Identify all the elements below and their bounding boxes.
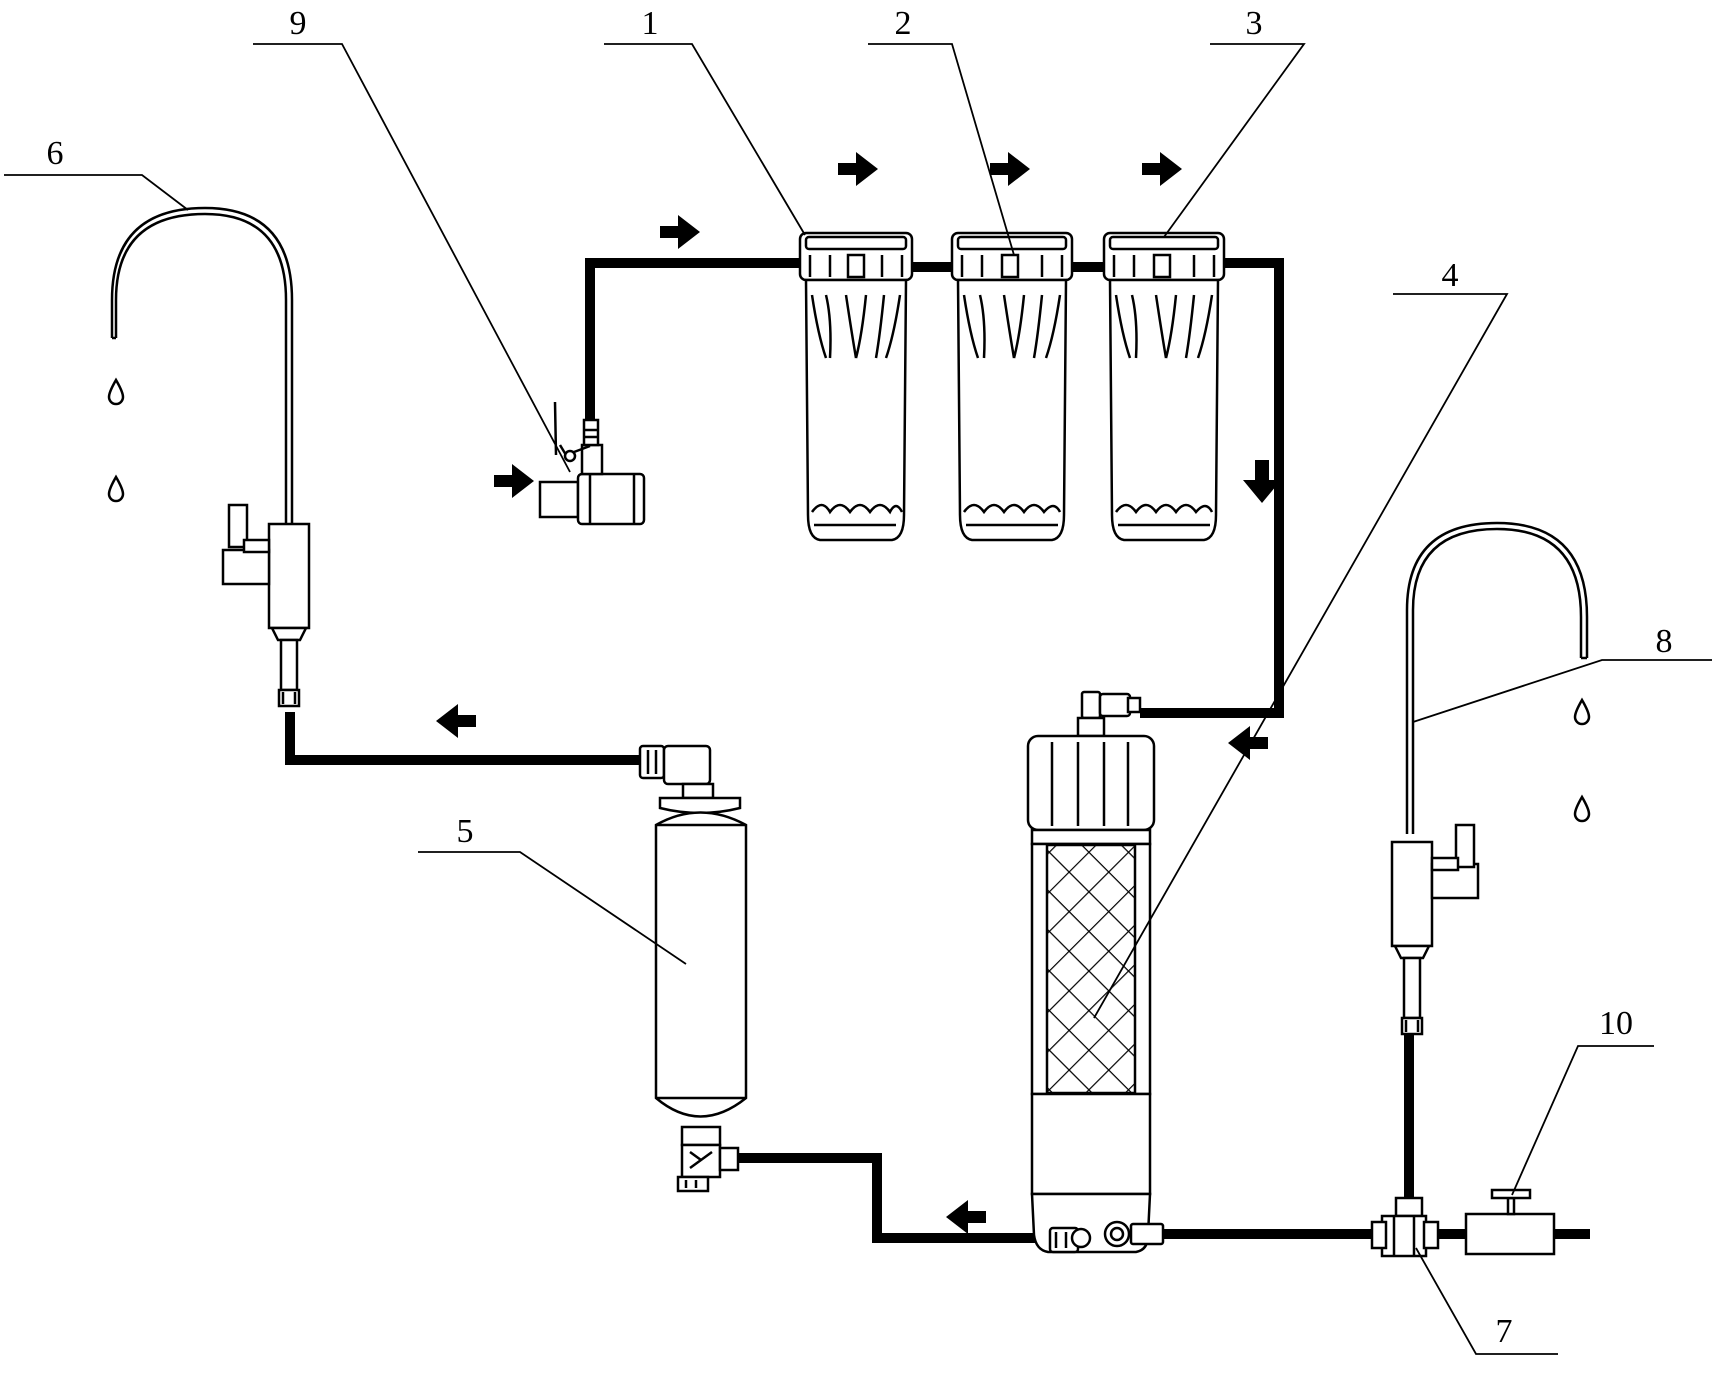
callout-3: 3 <box>1246 5 1263 42</box>
inlet-ball-valve <box>538 401 646 526</box>
water-drop-icon <box>107 474 125 503</box>
ro-outlet-pipe <box>728 1153 1048 1243</box>
prefilter-3 <box>1102 231 1226 542</box>
faucet-6 <box>107 206 311 708</box>
callout-4: 4 <box>1442 257 1459 294</box>
callout-8: 8 <box>1656 623 1673 660</box>
arrow-to-tank <box>946 1200 986 1234</box>
arrow-inlet <box>494 464 534 498</box>
prefilter-1 <box>798 231 914 542</box>
ro-membrane-housing <box>1026 690 1165 1254</box>
arrow-to-ro <box>1228 726 1268 760</box>
leader-3 <box>1163 43 1306 238</box>
callout-9: 9 <box>290 5 307 42</box>
riser-pipe <box>1140 258 1284 718</box>
pipe-network <box>285 258 1590 1243</box>
callout-1: 1 <box>642 5 659 42</box>
arrow-to-filter-1 <box>660 215 700 249</box>
arrow-above-filter-1 <box>838 152 878 186</box>
callout-5: 5 <box>457 813 474 850</box>
arrow-to-faucet-6 <box>436 704 476 738</box>
faucet-8 <box>1390 521 1591 1036</box>
arrow-down-riser <box>1243 460 1281 503</box>
water-drop-icon <box>1573 697 1591 726</box>
leader-5 <box>418 851 687 965</box>
arrow-above-filter-3 <box>1142 152 1182 186</box>
leader-7 <box>1415 1247 1558 1355</box>
water-drop-icon <box>1573 794 1591 823</box>
inlet-pipe <box>585 258 800 420</box>
tee-joint <box>1370 1196 1440 1258</box>
callout-7: 7 <box>1496 1313 1513 1350</box>
leader-8 <box>1412 659 1712 723</box>
callout-labels: 1 2 3 4 5 6 7 8 9 10 <box>47 5 1673 1350</box>
leader-9 <box>253 43 571 473</box>
callout-6: 6 <box>47 135 64 172</box>
leader-lines <box>4 43 1712 1355</box>
prefilter-2 <box>950 231 1074 542</box>
leader-4 <box>1093 293 1509 1019</box>
arrow-above-filter-2 <box>990 152 1030 186</box>
leader-6 <box>4 174 189 211</box>
flow-arrows <box>436 152 1281 1234</box>
tank-outlet-pipe <box>285 712 648 765</box>
leader-10 <box>1511 1045 1654 1196</box>
water-drop-icon <box>107 377 125 406</box>
callout-2: 2 <box>895 5 912 42</box>
leader-2 <box>868 43 1015 256</box>
post-filter-tank <box>638 744 748 1193</box>
drain-valve <box>1464 1188 1556 1256</box>
leader-1 <box>604 43 806 236</box>
callout-10: 10 <box>1599 1005 1633 1042</box>
